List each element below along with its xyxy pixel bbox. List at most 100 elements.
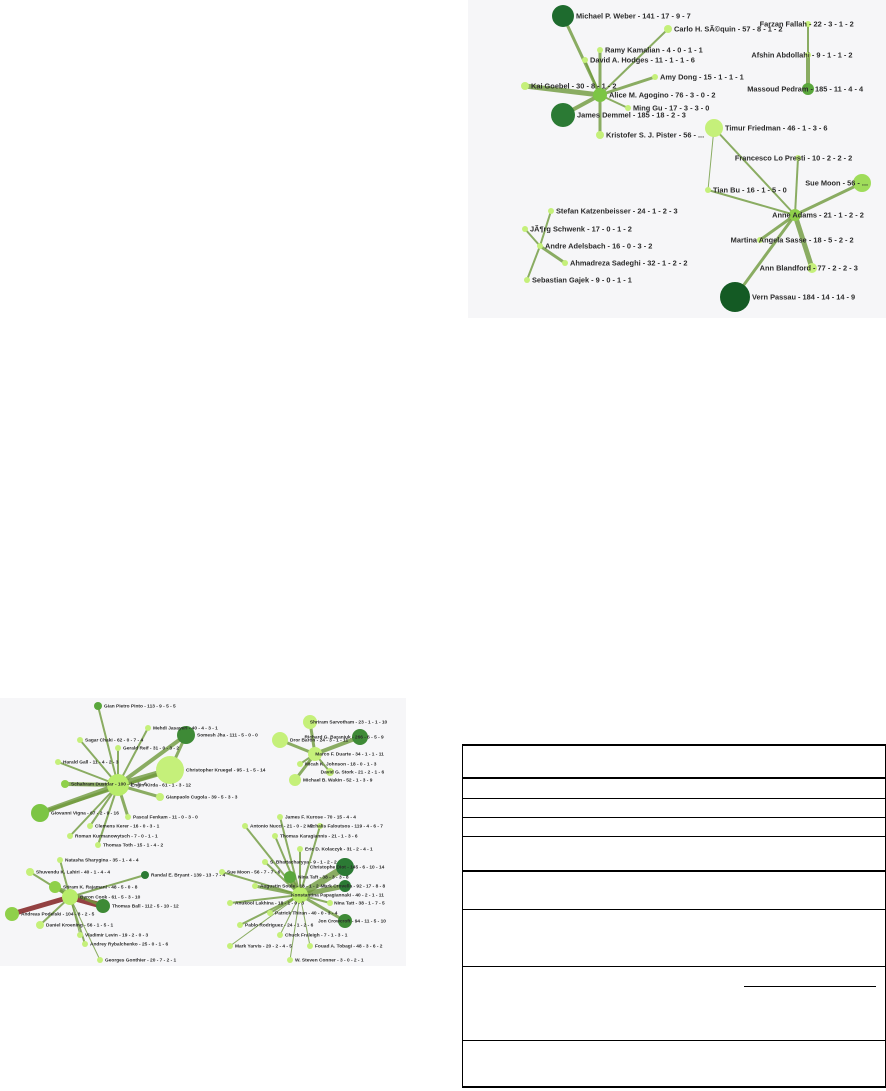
graph-node-label: Timur Friedman - 46 - 1 - 3 - 6 [725, 124, 828, 133]
graph-node-label: Anukool Lakhina - 18 - 1 - 0 - 3 [235, 901, 304, 907]
graph-node [339, 880, 351, 892]
graph-node-label: Schahram Dustdar - 100 - 1 - 3 - 6 [71, 782, 147, 788]
graph-node [596, 131, 604, 139]
graph-node-label: Martina Angela Sasse - 18 - 5 - 2 - 2 [731, 236, 854, 245]
graph-edge [69, 874, 146, 898]
graph-node [94, 702, 102, 710]
graph-node-label: Sagar Chaki - 62 - 0 - 7 - 4 [85, 738, 143, 744]
graph-node-label: Carlo H. SÃ©quin - 57 - 8 - 1 - 2 [674, 25, 783, 34]
graph-node-label: Massoud Pedram - 185 - 11 - 4 - 4 [747, 85, 864, 94]
graph-node-label: Ming Gu - 17 - 3 - 3 - 0 [633, 104, 709, 113]
graph-node [853, 174, 871, 192]
graph-node-label: Stefan Katzenbeisser - 24 - 1 - 2 - 3 [556, 207, 678, 216]
graph-node [789, 209, 801, 221]
graph-node-label: Somesh Jha - 111 - 5 - 0 - 0 [197, 733, 258, 739]
table-rule [462, 966, 886, 967]
graph-node-label: W. Steven Conner - 3 - 0 - 2 - 1 [295, 958, 364, 964]
graph-node [593, 88, 607, 102]
graph-node [107, 774, 129, 796]
table-rule [462, 870, 886, 872]
graph-edge [539, 210, 552, 247]
graph-node [352, 729, 368, 745]
graph-node [292, 887, 308, 903]
graph-node [141, 871, 149, 879]
graph-node-label: Michalis Faloutsos - 119 - 4 - 6 - 7 [307, 824, 383, 830]
graph-node [327, 900, 333, 906]
graph-node-label: Chuck Fraleigh - 7 - 1 - 3 - 1 [285, 933, 348, 939]
graph-node-label: Patrick Thiran - 40 - 0 - 3 - 4 [275, 911, 338, 917]
graph-top-canvas: Michael P. Weber - 141 - 17 - 9 - 7 Carlo… [521, 5, 871, 312]
graph-node [49, 881, 61, 893]
graph-node-label: Georges Gonthier - 20 - 7 - 2 - 1 [105, 958, 177, 964]
graph-node-label: Marco F. Duarte - 34 - 1 - 1 - 11 [315, 752, 384, 758]
graph-node [252, 883, 258, 889]
graph-node-label: Gianpaolo Cugola - 39 - 5 - 3 - 3 [166, 795, 238, 801]
graph-edge [299, 894, 311, 947]
graph-edge [314, 735, 361, 756]
graph-node [720, 282, 750, 312]
graph-edge [289, 894, 301, 961]
graph-edge [539, 244, 566, 265]
graph-node-label: Andrey Rybalchenko - 25 - 0 - 1 - 6 [90, 942, 168, 948]
graph-edge [524, 228, 541, 247]
graph-node [262, 859, 268, 865]
graph-node [82, 941, 88, 947]
graph-node [267, 910, 273, 916]
graph-node-label: Thomas Ball - 112 - 5 - 10 - 12 [112, 904, 179, 910]
graph-node-label: Alice M. Agogino - 76 - 3 - 0 - 2 [609, 91, 716, 100]
graph-node [757, 237, 763, 243]
graph-node-label: Mehdi Jasayeri - 40 - 4 - 3 - 1 [153, 726, 218, 732]
graph-node-label: Richard G. Baraniuk - 266 - 6 - 5 - 9 [305, 735, 385, 741]
graph-node-label: Natasha Sharygina - 35 - 1 - 4 - 4 [65, 858, 139, 864]
collaboration-graph-top: Michael P. Weber - 141 - 17 - 9 - 7 Carlo… [468, 0, 886, 318]
graph-node-label: Ahmadreza Sadeghi - 32 - 1 - 2 - 2 [570, 259, 687, 268]
graph-node [336, 858, 354, 876]
graph-node [95, 842, 101, 848]
graph-node-label: Nina Taft - 38 - 3 - 3 - 8 [298, 875, 349, 881]
graph-node [277, 814, 283, 820]
graph-node [5, 907, 19, 921]
graph-node-label: Ramy Kamalian - 4 - 0 - 1 - 1 [605, 46, 703, 55]
graph-edge [794, 157, 799, 216]
graph-node [652, 74, 658, 80]
graph-node-label: Eric D. Kolaczyk - 31 - 2 - 4 - 1 [305, 847, 373, 853]
graph-node [521, 82, 529, 90]
graph-node [55, 759, 61, 765]
table-rule [462, 909, 886, 910]
graph-edge [69, 784, 119, 837]
graph-node-label: Christophe Diot - 145 - 6 - 10 - 14 [310, 865, 385, 871]
graph-node [524, 277, 530, 283]
graph-node-label: Afshin Abdollahi - 9 - 1 - 1 - 2 [751, 51, 852, 60]
graph-node [145, 725, 151, 731]
graph-edge [39, 768, 171, 815]
graph-edge [244, 825, 301, 896]
graph-edge [279, 816, 301, 896]
graph-node [297, 761, 303, 767]
graph-node-label: Michael P. Weber - 141 - 17 - 9 - 7 [576, 12, 691, 21]
graph-node [96, 899, 110, 913]
table-rule [462, 1040, 886, 1041]
graph-node-label: James F. Kurose - 70 - 15 - 4 - 4 [285, 815, 356, 821]
graph-node [284, 871, 296, 883]
graph-edge [11, 894, 71, 917]
graph-node [31, 804, 49, 822]
graph-edge [707, 127, 715, 191]
graph-node-label: Amy Dong - 15 - 1 - 1 - 1 [660, 73, 744, 82]
graph-node [807, 263, 817, 273]
graph-node-label: Byron Cook - 61 - 5 - 3 - 10 [80, 895, 141, 901]
graph-node-label: Randal E. Bryant - 139 - 13 - 7 - 4 [151, 873, 225, 879]
graph-node-label: Dror Baron - 24 - 3 - 1 - 11 [290, 738, 348, 744]
graph-node-label: Jon Crowcroft - 94 - 11 - 5 - 10 [318, 919, 386, 925]
graph-node [277, 932, 283, 938]
graph-node-label: Mark Yarvis - 20 - 2 - 4 - 5 [235, 944, 292, 950]
graph-node [227, 900, 233, 906]
graph-node-label: Thomas Toth - 15 - 1 - 4 - 2 [103, 843, 163, 849]
graph-node [272, 732, 288, 748]
table-rule [462, 798, 886, 799]
graph-node [36, 921, 44, 929]
graph-node [326, 768, 334, 776]
graph-node [62, 889, 78, 905]
graph-node-label: Antonio Nucci - 21 - 0 - 2 - 2 [250, 824, 313, 830]
graph-node [551, 103, 575, 127]
